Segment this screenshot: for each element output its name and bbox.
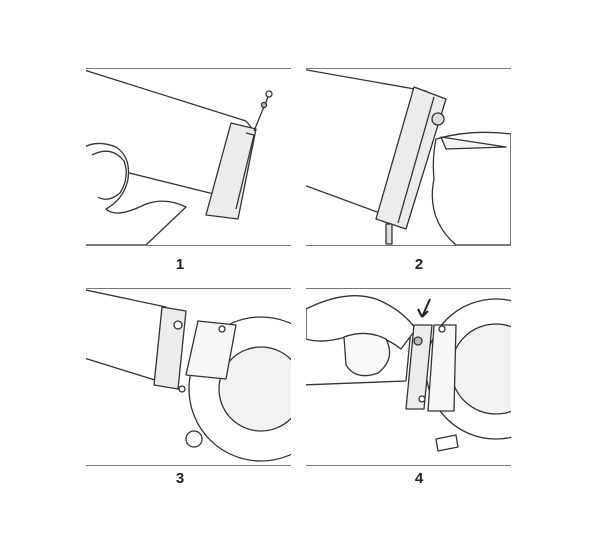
step-4-illustration [306, 295, 511, 452]
step-1-panel [86, 68, 291, 246]
steel-end-link [405, 324, 433, 410]
release-pin-knob [431, 112, 445, 126]
finger [306, 295, 417, 350]
fingernail [440, 136, 507, 150]
watch-crown [435, 434, 459, 452]
watch-lug [185, 320, 237, 380]
lug-screw [218, 325, 226, 333]
step-1-illustration [86, 69, 273, 245]
step-1-label: 1 [175, 256, 185, 273]
lug-screw [418, 395, 426, 403]
finger [431, 131, 511, 245]
release-pin-knob [173, 320, 183, 330]
pin-head [265, 90, 273, 98]
steel-end-link [375, 86, 447, 230]
thumb [86, 142, 187, 245]
step-4-label: 4 [414, 470, 424, 487]
step-2-label: 2 [414, 256, 424, 273]
step-3-illustration [86, 289, 291, 462]
step-3-label: 3 [175, 470, 185, 487]
watch-crown [185, 430, 203, 448]
watch-lug [427, 324, 457, 412]
push-arrow-icon [417, 298, 431, 318]
watch-bezel [218, 346, 291, 432]
step-2-illustration [306, 69, 511, 245]
watch-strap [86, 289, 167, 382]
step-4-panel [306, 288, 511, 466]
step-3-panel [86, 288, 291, 466]
spring-bar-end [385, 223, 393, 245]
thumb [343, 332, 391, 377]
steel-end-link [205, 122, 257, 220]
step-2-panel [306, 68, 511, 246]
lug-screw [438, 325, 446, 333]
release-pin-knob [413, 336, 423, 346]
lug-screw [178, 385, 186, 393]
spring-bar-pin [253, 96, 269, 132]
